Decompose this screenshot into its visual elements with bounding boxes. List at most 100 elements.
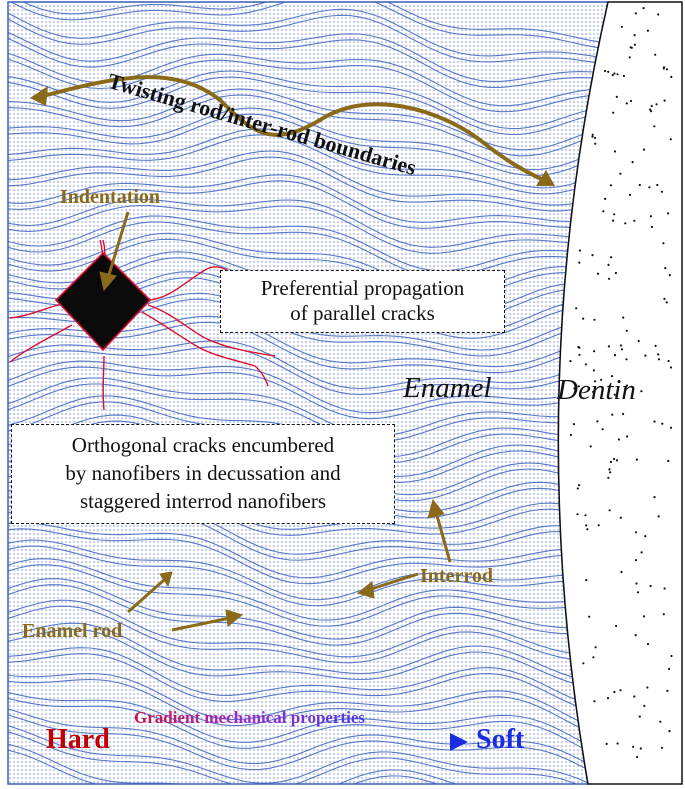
tubule-dot [634,12,637,15]
tubule-dot [633,34,636,37]
tubule-dot [650,110,653,113]
tubule-dot [615,624,618,628]
parallel-cracks-line-2: of parallel cracks [290,301,435,325]
rod-line [8,622,608,685]
tubule-dot [636,755,639,759]
parallel-cracks-line-1: Preferential propagation [260,276,465,300]
rod-line [8,678,608,743]
tubule-dot [644,354,647,357]
rod-line [8,113,608,177]
indentation-mark [54,251,152,352]
tubule-dot [593,318,596,321]
rod-line [8,174,608,223]
rod-line [8,545,608,607]
tubule-dot [667,459,670,463]
tubule-dot [605,742,608,746]
tubule-dot [620,570,623,574]
tubule-dot [637,339,640,343]
tubule-dot [588,615,591,618]
tubule-dot [634,559,638,562]
tubule-dot [591,133,594,136]
tubule-dot [668,667,671,671]
interrod-label: Interrod [420,565,493,587]
tubule-dot [670,654,673,658]
orthogonal-cracks-line-2: by nanofibers in decussation and [65,461,341,485]
rod-line [8,558,608,621]
tubule-dot [657,515,660,518]
rod-line [8,76,608,136]
tubule-dot [594,142,597,145]
tubule-dot [589,445,592,448]
tubule-dot [615,459,619,462]
tubule-dot [577,385,580,388]
rod-line [8,14,608,67]
rod-line [8,706,608,780]
tubule-dot [578,346,581,349]
tubule-dot [624,222,627,225]
tubule-dot [639,747,642,750]
tubule-dot [575,307,578,310]
rod-line [8,584,608,646]
tubule-dot [622,74,626,78]
tubule-dot [578,249,582,252]
tubule-dot [572,423,576,426]
tubule-dot [649,108,652,111]
tubule-dot [661,422,664,425]
rod-line [8,2,608,50]
rod-line [8,28,608,82]
rod-line [8,605,608,664]
tubule-dot [592,656,595,659]
rod-line [8,128,608,189]
tubule-dot [613,72,616,75]
tubule-dot [629,46,632,49]
tubule-dot [610,256,613,259]
tubule-dot [648,186,651,189]
tubule-dot [667,359,670,363]
tubule-dot [601,428,604,431]
tubule-dot [591,135,594,138]
tubule-dot [646,686,649,689]
tubule-dot [614,271,618,275]
rod-line [8,8,608,61]
gradient-arrow [140,733,468,751]
tubule-dot [576,513,579,516]
rod-line [8,689,608,760]
tubule-dot [616,742,619,745]
tubule-dot [600,378,603,381]
tubule-dot [619,344,623,347]
dentin-tubules [569,7,673,759]
rod-line [8,695,608,766]
dentin-region [557,1,683,785]
tubule-dot [650,104,653,108]
rod-line [8,672,608,737]
rod-line [8,647,608,712]
rod-line [8,156,608,212]
dentin-label: Dentin [557,374,636,406]
tubule-dot [633,695,636,698]
tubule-dot [634,634,637,637]
tubule-dot [615,95,618,98]
tubule-dot [631,161,634,164]
tubule-dot [668,730,671,733]
tubule-dot [635,458,639,461]
tubule-dot [644,535,647,538]
rod-line [8,232,608,294]
tubule-dot [609,460,613,463]
rod-line [8,2,608,44]
tubule-dot [640,390,643,393]
tubule-dot [596,272,600,275]
interrod-arrows [356,498,452,599]
tubule-dot [649,215,653,218]
tubule-dot [578,261,581,264]
rod-line [8,215,608,272]
tubule-dot [656,183,659,187]
rod-line [8,528,608,585]
tubule-dot [625,329,628,332]
tubule-dot [657,353,660,356]
tubule-dot [642,615,646,618]
rod-line [8,204,608,254]
tubule-dot [622,316,625,319]
tubule-dot [591,254,594,257]
